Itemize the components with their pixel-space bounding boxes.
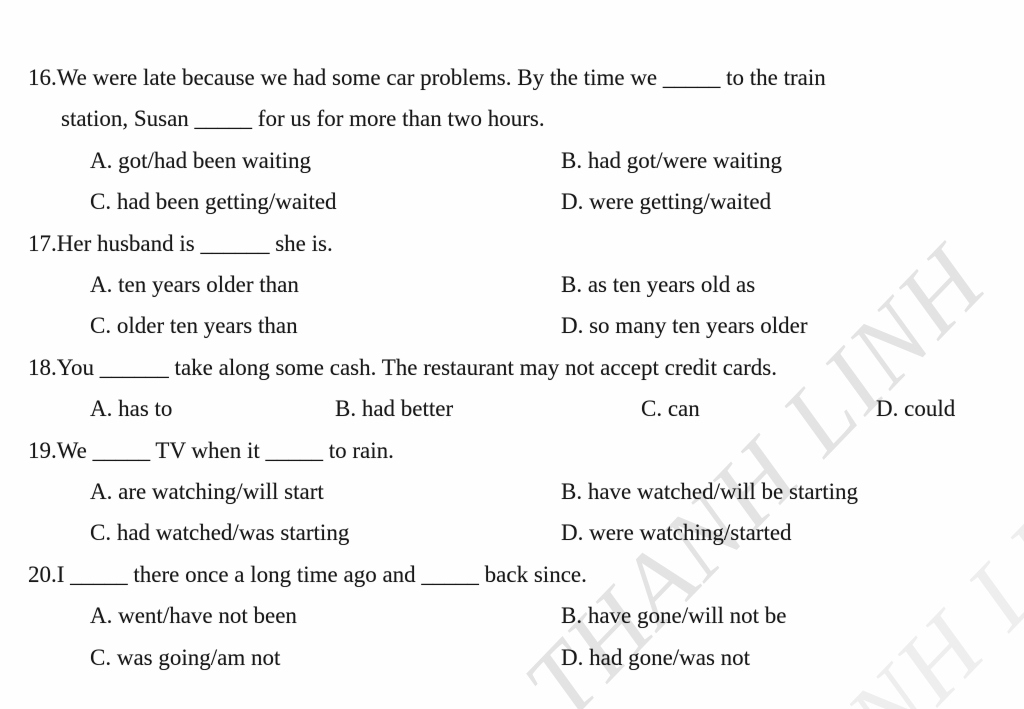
option-16-c: C. had been getting/waited bbox=[90, 189, 337, 215]
option-17-c: C. older ten years than bbox=[90, 313, 298, 339]
question-17-line-1: 17.Her husband is ______ she is. bbox=[28, 230, 333, 256]
question-18: 18.You ______ take along some cash. The … bbox=[0, 347, 1024, 430]
question-18-options-row-1: A. has to B. had better C. can D. could bbox=[0, 388, 1024, 429]
question-17-options-row-1: A. ten years older than B. as ten years … bbox=[0, 264, 1024, 305]
option-18-b: B. had better bbox=[335, 396, 454, 422]
option-20-c: C. was going/am not bbox=[90, 644, 281, 670]
option-19-a: A. are watching/will start bbox=[90, 479, 324, 505]
option-19-c: C. had watched/was starting bbox=[90, 520, 350, 546]
question-16-options-row-1: A. got/had been waiting B. had got/were … bbox=[0, 140, 1024, 181]
question-19: 19.We _____ TV when it _____ to rain. A.… bbox=[0, 430, 1024, 554]
question-list: 16.We were late because we had some car … bbox=[0, 57, 1024, 678]
option-18-d: D. could bbox=[876, 396, 956, 422]
option-18-c: C. can bbox=[641, 396, 700, 422]
option-16-b: B. had got/were waiting bbox=[561, 147, 783, 173]
option-17-b: B. as ten years old as bbox=[561, 272, 756, 298]
question-18-line-1: 18.You ______ take along some cash. The … bbox=[28, 354, 777, 380]
question-20-options-row-1: A. went/have not been B. have gone/will … bbox=[0, 595, 1024, 636]
question-19-line-1: 19.We _____ TV when it _____ to rain. bbox=[28, 437, 394, 463]
question-19-options-row-1: A. are watching/will start B. have watch… bbox=[0, 471, 1024, 512]
option-20-b: B. have gone/will not be bbox=[561, 603, 787, 629]
option-19-d: D. were watching/started bbox=[561, 520, 792, 546]
question-16: 16.We were late because we had some car … bbox=[0, 57, 1024, 223]
option-18-a: A. has to bbox=[90, 396, 173, 422]
option-16-d: D. were getting/waited bbox=[561, 189, 772, 215]
option-20-a: A. went/have not been bbox=[90, 603, 297, 629]
question-20: 20.I _____ there once a long time ago an… bbox=[0, 554, 1024, 678]
option-17-d: D. so many ten years older bbox=[561, 313, 808, 339]
question-16-line-2: station, Susan _____ for us for more tha… bbox=[61, 106, 545, 132]
option-19-b: B. have watched/will be starting bbox=[561, 479, 859, 505]
question-17-options-row-2: C. older ten years than D. so many ten y… bbox=[0, 305, 1024, 346]
question-16-options-row-2: C. had been getting/waited D. were getti… bbox=[0, 181, 1024, 222]
question-16-line-1: 16.We were late because we had some car … bbox=[28, 65, 826, 90]
option-20-d: D. had gone/was not bbox=[561, 644, 751, 670]
question-20-options-row-2: C. was going/am not D. had gone/was not bbox=[0, 637, 1024, 678]
question-19-options-row-2: C. had watched/was starting D. were watc… bbox=[0, 512, 1024, 553]
question-17: 17.Her husband is ______ she is. A. ten … bbox=[0, 223, 1024, 347]
question-20-line-1: 20.I _____ there once a long time ago an… bbox=[28, 561, 587, 587]
option-16-a: A. got/had been waiting bbox=[90, 147, 312, 173]
option-17-a: A. ten years older than bbox=[90, 272, 299, 298]
